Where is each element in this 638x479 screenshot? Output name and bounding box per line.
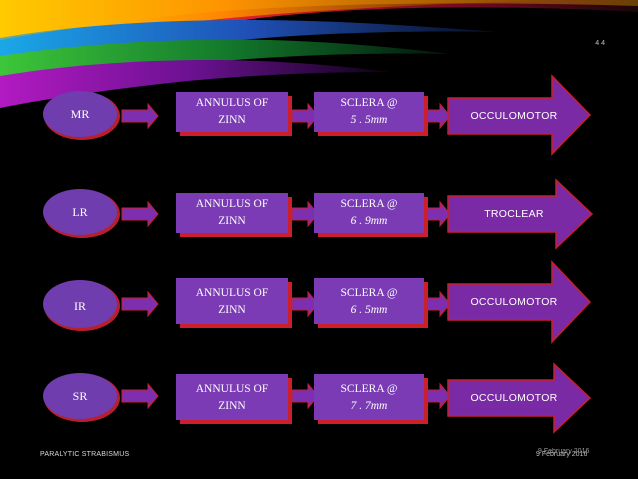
connector-arrow [426, 290, 451, 318]
insertion-line-2: 7 . 7mm [350, 400, 388, 412]
origin-line-2: ZINN [218, 304, 246, 316]
footer-title: PARALYTIC STRABISMUS [40, 451, 130, 458]
muscle-circle [43, 280, 117, 328]
nerve-label: OCCULOMOTOR [470, 296, 558, 308]
insertion-line-2: 6 . 9mm [350, 215, 388, 227]
connector-arrow [121, 200, 159, 228]
origin-line-1: ANNULUS OF [195, 97, 269, 109]
connector-arrow [426, 200, 451, 228]
footer-date-text: 9 February 2016 [536, 451, 588, 458]
nerve-arrow [447, 74, 592, 156]
insertion-line-1: SCLERA @ [340, 383, 398, 395]
row-sr-shapes [43, 362, 592, 434]
insertion-label: SCLERA @ 6 . 9mm [314, 193, 424, 233]
muscle-label: LR [72, 204, 88, 219]
insertion-box [314, 374, 424, 420]
muscle-label: IR [74, 298, 86, 313]
nerve-arrow [447, 178, 594, 250]
origin-box [176, 193, 288, 233]
connector-arrow [426, 102, 451, 130]
origin-box [176, 278, 288, 324]
insertion-line-2: 5 . 5mm [350, 114, 388, 126]
muscle-circle [43, 91, 117, 137]
nerve-label: OCCULOMOTOR [470, 110, 558, 122]
row-mr-shapes [43, 74, 592, 156]
origin-box [176, 92, 288, 132]
origin-label: ANNULUS OF ZINN [176, 92, 288, 132]
origin-line-1: ANNULUS OF [195, 198, 269, 210]
muscle-label: MR [70, 106, 90, 121]
origin-label: ANNULUS OF ZINN [176, 280, 288, 324]
origin-line-1: ANNULUS OF [195, 287, 269, 299]
origin-line-2: ZINN [218, 400, 246, 412]
muscle-circle [43, 373, 117, 419]
row-lr-shapes [43, 178, 594, 250]
row-ir-shapes [43, 260, 592, 344]
origin-line-2: ZINN [218, 215, 246, 227]
insertion-line-1: SCLERA @ [340, 198, 398, 210]
muscle-circle [43, 189, 117, 235]
origin-label: ANNULUS OF ZINN [176, 193, 288, 233]
origin-line-2: ZINN [218, 114, 246, 126]
origin-line-1: ANNULUS OF [195, 383, 269, 395]
connector-arrow [291, 290, 319, 318]
footer-date-ghost: 9 February 2016 [538, 448, 590, 455]
nerve-arrow [447, 260, 592, 344]
insertion-line-1: SCLERA @ [340, 287, 398, 299]
origin-box [176, 374, 288, 420]
connector-arrow [291, 382, 319, 410]
insertion-line-2: 6 . 5mm [350, 304, 388, 316]
connector-arrow [291, 200, 319, 228]
origin-label: ANNULUS OF ZINN [176, 376, 288, 420]
connector-arrow [121, 382, 159, 410]
insertion-label: SCLERA @ 5 . 5mm [314, 92, 424, 132]
insertion-label: SCLERA @ 7 . 7mm [314, 376, 424, 420]
insertion-box [314, 278, 424, 324]
insertion-box [314, 92, 424, 132]
nerve-label: TROCLEAR [484, 208, 544, 220]
insertion-label: SCLERA @ 6 . 5mm [314, 280, 424, 324]
muscle-label: SR [72, 388, 88, 403]
page-number: 4 4 [595, 40, 605, 47]
connector-arrow [121, 102, 159, 130]
insertion-box [314, 193, 424, 233]
insertion-line-1: SCLERA @ [340, 97, 398, 109]
nerve-label: OCCULOMOTOR [470, 392, 558, 404]
nerve-arrow [447, 362, 592, 434]
connector-arrow [291, 102, 319, 130]
connector-arrow [426, 382, 451, 410]
decorative-swirl-banner [0, 0, 638, 108]
connector-arrow [121, 290, 159, 318]
